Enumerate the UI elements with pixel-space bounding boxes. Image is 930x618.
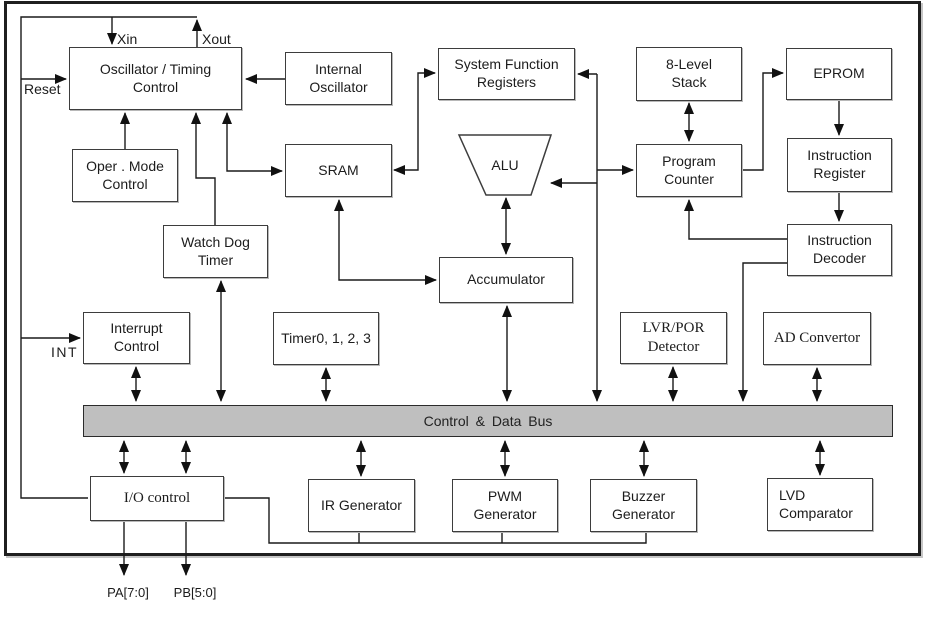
block-sram: SRAM [285,144,392,197]
block-pwm-generator: PWM Generator [452,479,558,532]
alu-label: ALU [491,157,519,173]
pin-label-xin: Xin [117,31,138,47]
block-system-function-registers: System Function Registers [438,48,575,100]
block-oper-mode-control: Oper . Mode Control [72,149,178,202]
pin-label-xout: Xout [202,31,231,47]
block-ir-generator: IR Generator [308,479,415,532]
pin-label-reset: Reset [24,81,61,97]
block-ad-convertor: AD Convertor [763,312,871,365]
block-buzzer-generator: Buzzer Generator [590,479,697,532]
block-lvr-por-detector: LVR/POR Detector [620,312,727,364]
block-timers: Timer0, 1, 2, 3 [273,312,379,365]
block-accumulator: Accumulator [439,257,573,303]
pin-label-port-b: PB[5:0] [173,585,217,600]
block-watch-dog-timer: Watch Dog Timer [163,225,268,278]
block-io-control: I/O control [90,476,224,521]
block-eprom: EPROM [786,48,892,100]
block-8-level-stack: 8-Level Stack [636,47,742,101]
block-program-counter: Program Counter [636,144,742,197]
control-data-bus: Control & Data Bus [83,405,893,437]
pin-label-port-a: PA[7:0] [107,585,149,600]
block-internal-oscillator: Internal Oscillator [285,52,392,105]
block-instruction-register: Instruction Register [787,138,892,192]
block-instruction-decoder: Instruction Decoder [787,224,892,276]
pin-label-int: INT [51,344,79,360]
block-lvd-comparator: LVD Comparator [767,478,873,531]
block-oscillator-timing-control: Oscillator / Timing Control [69,47,242,110]
block-interrupt-control: Interrupt Control [83,312,190,364]
diagram-frame [4,1,921,556]
